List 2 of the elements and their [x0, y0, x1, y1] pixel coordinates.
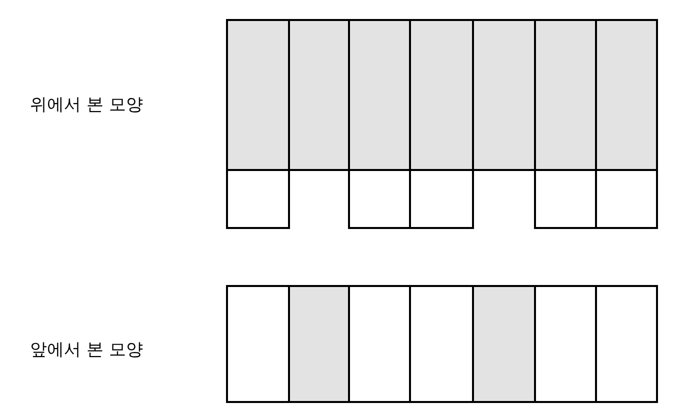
view-label: 위에서 본 모양 [30, 94, 143, 116]
view-label: 앞에서 본 모양 [30, 339, 143, 361]
